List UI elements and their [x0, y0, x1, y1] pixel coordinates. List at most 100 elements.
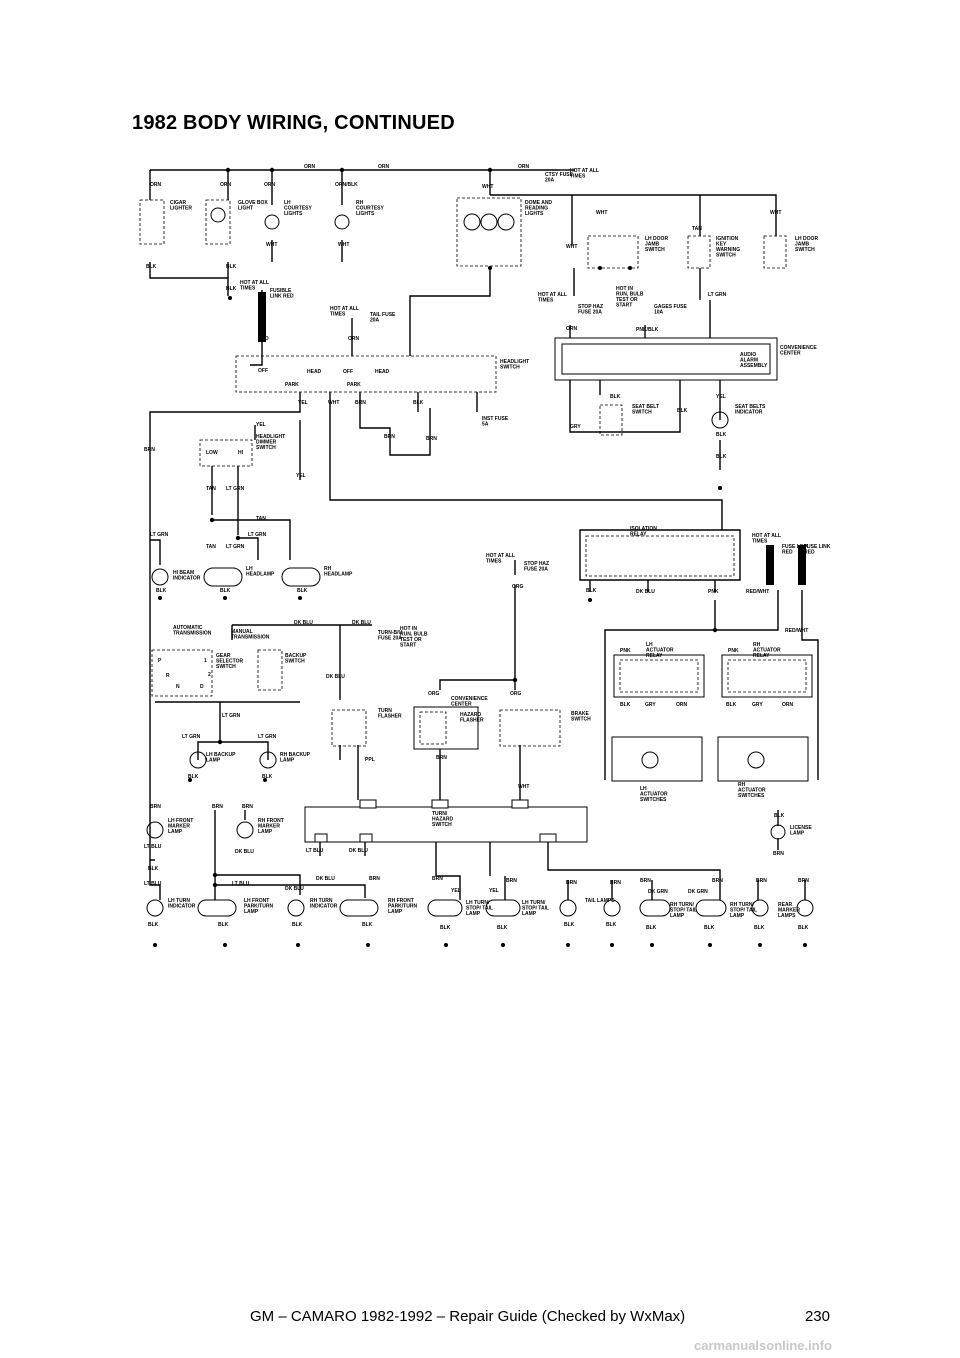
wire-label: BRN — [640, 878, 651, 884]
rh-stop-lamp-1 — [639, 899, 671, 917]
wire-label: DK BLU — [285, 886, 304, 892]
wire-label: D — [200, 684, 204, 690]
fusible-link — [258, 292, 266, 342]
dimmer-switch-box — [199, 439, 253, 467]
wire-label: BLK — [798, 925, 809, 931]
rh-courtesy-lamp — [334, 214, 350, 230]
lh-stop-lamp-2 — [485, 899, 521, 917]
wire-label: ORN — [264, 182, 276, 188]
wire-label: BLK — [726, 702, 737, 708]
wire-label: PNK — [620, 648, 631, 654]
wire-label: BRN — [773, 851, 784, 857]
wire-label: ORG — [428, 691, 440, 697]
lh-backup-lamp — [189, 751, 207, 769]
fuse-link-1 — [766, 545, 774, 585]
wire-label: 1 — [204, 658, 207, 664]
license-lamp — [770, 824, 786, 840]
wire-label: PARK — [347, 382, 361, 388]
page-number: 230 — [804, 1308, 830, 1325]
wire-label: RED/WHT — [746, 589, 769, 595]
lh-door-jamb-box-2 — [763, 235, 787, 269]
wire-label: BRN — [506, 878, 517, 884]
wire-label: BRN — [436, 755, 447, 761]
wire-label: BRN — [212, 804, 223, 810]
wire-label: BLK — [677, 408, 688, 414]
wire-label: ORG — [510, 691, 522, 697]
tail-lamp-1 — [559, 899, 577, 917]
wire-label: BLK — [226, 286, 237, 292]
wire-label: YEL — [298, 400, 308, 406]
wire-label: BRN — [355, 400, 366, 406]
wire-label: LT BLU — [144, 844, 162, 850]
wire-label: BLK — [188, 774, 199, 780]
lh-actuator-switches-box — [611, 736, 703, 782]
lh-door-jamb-box — [587, 235, 639, 269]
wire-label: ORN — [566, 326, 578, 332]
wire-label: WHT — [266, 242, 277, 248]
wire-label: BLK — [610, 394, 621, 400]
rh-headlamp — [281, 567, 321, 587]
wire-label: ORN — [378, 164, 390, 170]
wire-label: BLK — [586, 588, 597, 594]
wire-label: OFF — [343, 369, 353, 375]
wire-label: BLK — [646, 925, 657, 931]
wire-label: BRN — [610, 880, 621, 886]
wire-label: BRN — [369, 876, 380, 882]
lh-courtesy-lamp — [264, 214, 280, 230]
rh-backup-lamp — [259, 751, 277, 769]
cigar-lighter-box — [139, 199, 165, 245]
ignition-key-box — [687, 235, 711, 269]
wire-label: BLK — [413, 400, 424, 406]
hi-beam-indicator — [151, 568, 169, 586]
wire-label: BRN — [798, 878, 809, 884]
backup-switch-box — [257, 649, 283, 691]
wire-label: BLK — [704, 925, 715, 931]
lh-front-park-turn-lamp — [197, 899, 237, 917]
wire-label: LT GRN — [150, 532, 169, 538]
rear-marker-lamp-2 — [796, 899, 814, 917]
rh-actuator-relay-box — [721, 654, 813, 698]
wire-label: HEAD — [307, 369, 322, 375]
wire-label: TAN — [692, 226, 702, 232]
wire-label: WHT — [596, 210, 607, 216]
rh-front-park-turn-lamp — [339, 899, 379, 917]
wire-label: DK BLU — [349, 848, 368, 854]
wire-label: BLK — [226, 264, 237, 270]
wire-label: BLK — [146, 264, 157, 270]
wire-label: DK BLU — [326, 674, 345, 680]
wire-label: WHT — [770, 210, 781, 216]
gear-selector-switch-box — [151, 649, 213, 697]
wire-label: YEL — [489, 888, 499, 894]
wire-label: YEL — [256, 422, 266, 428]
seat-belts-indicator — [711, 411, 729, 429]
fuse-link-2 — [798, 545, 806, 585]
wire-label: LT GRN — [248, 532, 267, 538]
wire-label: BLK — [148, 866, 159, 872]
wire-label: LT BLU — [306, 848, 324, 854]
wire-label: ORN — [676, 702, 688, 708]
page-title: 1982 BODY WIRING, CONTINUED — [132, 112, 455, 134]
wire-label: LT GRN — [222, 713, 241, 719]
rh-turn-indicator — [287, 899, 305, 917]
